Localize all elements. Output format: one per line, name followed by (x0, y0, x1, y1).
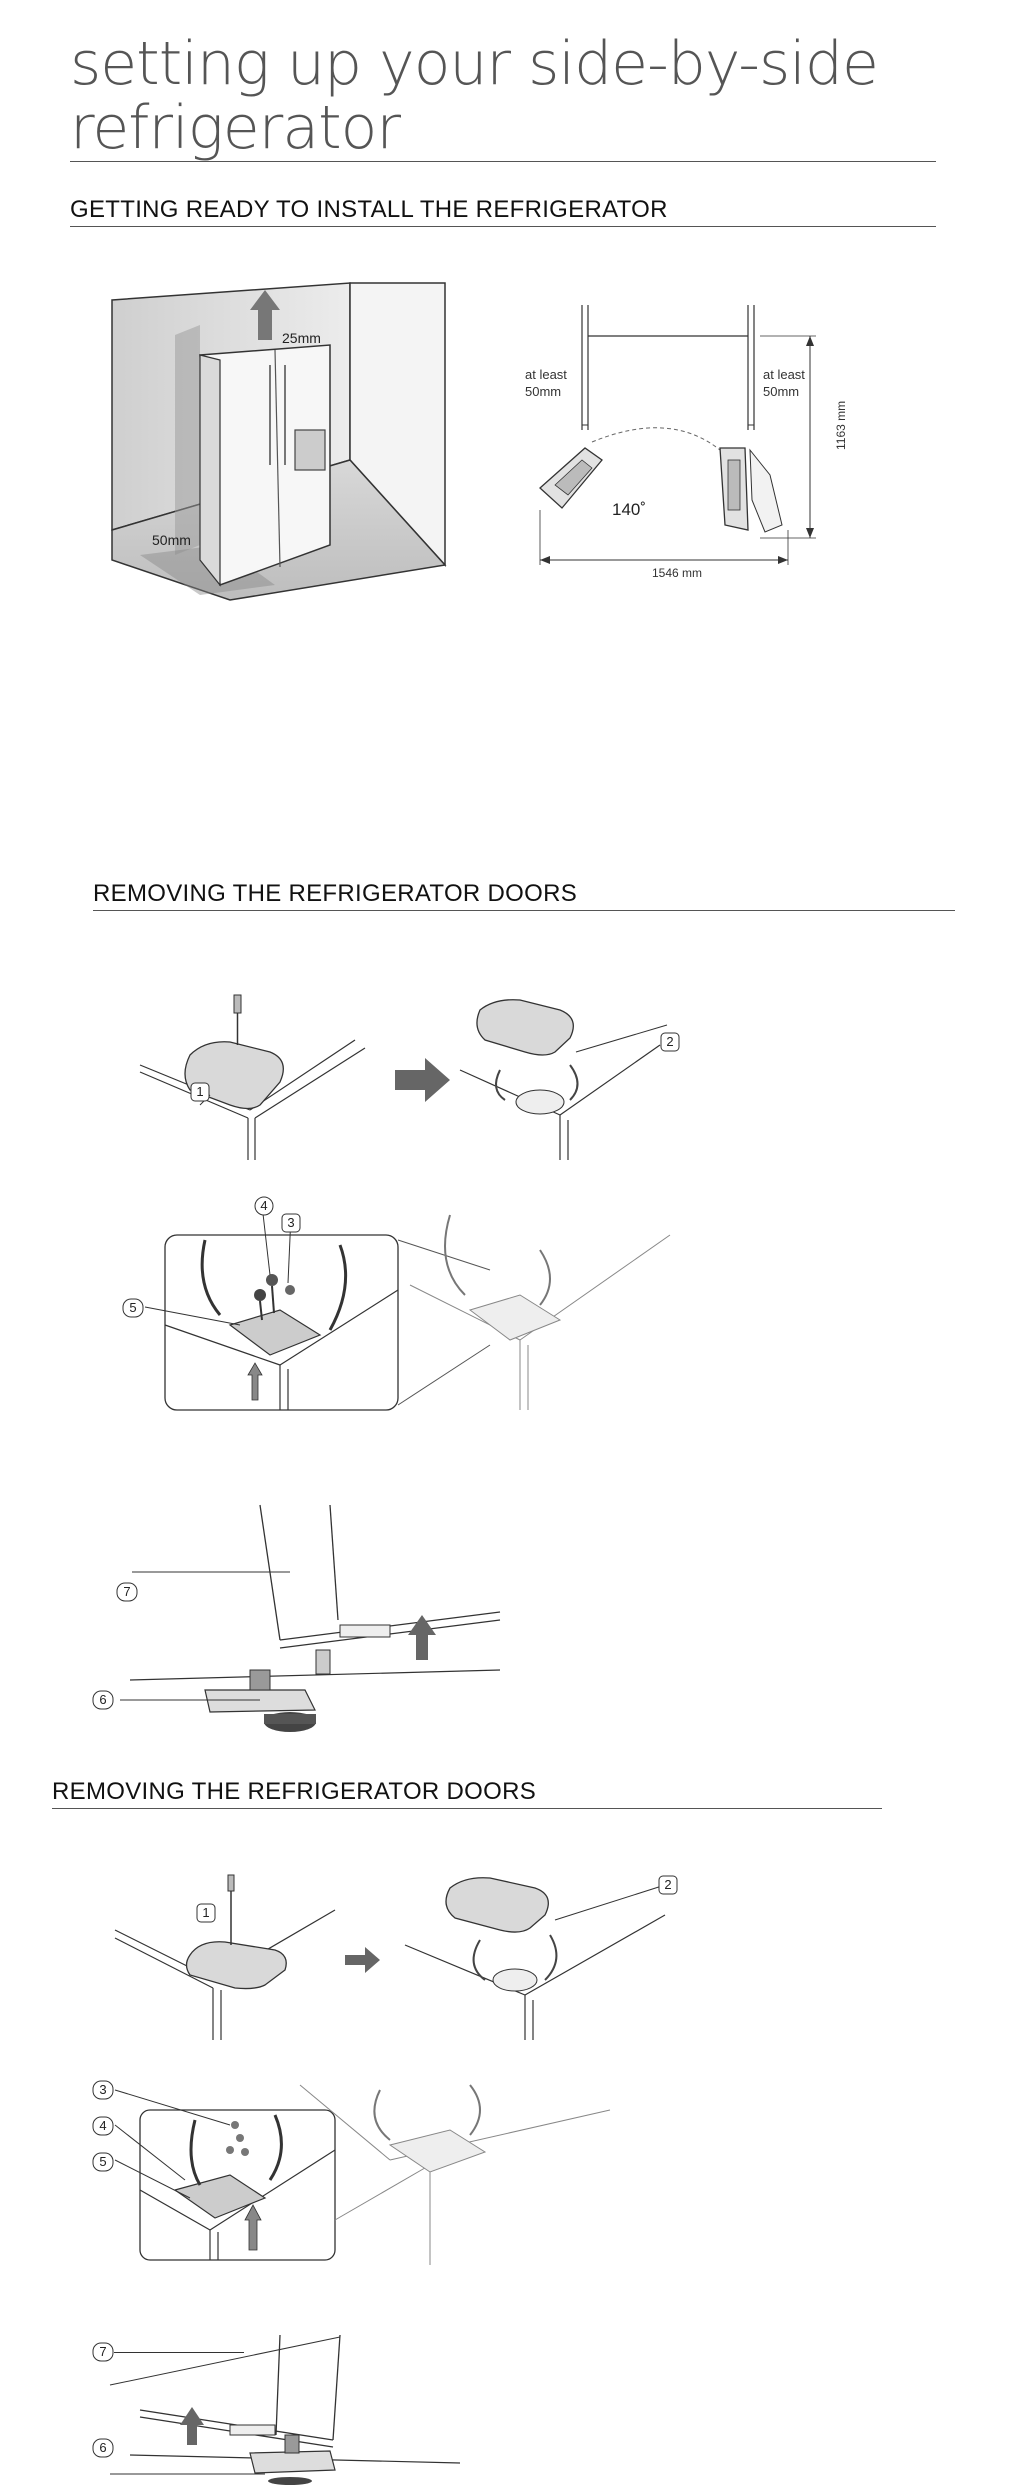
side-clearance-label: 50mm (152, 532, 191, 548)
section-heading-remove2: REMOVING THE REFRIGERATOR DOORS (52, 1778, 537, 1805)
right-clearance-line1: at least (763, 367, 805, 382)
callout-4-label: 4 (260, 1198, 268, 1213)
callout-6-badge (92, 1690, 114, 1710)
callout-2-badge (660, 1032, 680, 1052)
callout-6-badge-2 (92, 2438, 114, 2458)
section-heading-install: GETTING READY TO INSTALL THE REFRIGERATO… (70, 196, 668, 223)
callout-4-badge-2 (92, 2116, 114, 2136)
callout-2-badge-2 (658, 1875, 678, 1895)
callout-5-badge (122, 1298, 144, 1318)
left-clearance-note: at least 50mm (525, 366, 567, 400)
right-clearance-line2: 50mm (763, 384, 800, 399)
callout-7-badge-2 (92, 2342, 114, 2362)
callout-3-badge (281, 1213, 301, 1233)
callout-1-badge (190, 1082, 210, 1102)
callout-5-badge-2 (92, 2152, 114, 2172)
section-rule-remove2 (52, 1808, 882, 1809)
door-lift-figure-2 (109, 2335, 461, 2485)
right-clearance-note: at least 50mm (763, 366, 805, 400)
hinge-screws-detail-figure (144, 1204, 671, 1411)
callout-5-label-2: 5 (99, 2154, 107, 2169)
callout-7-leader-2 (114, 2352, 244, 2353)
callout-1-badge-2 (196, 1903, 216, 1923)
callout-7-badge (116, 1582, 138, 1602)
section-heading-remove1: REMOVING THE REFRIGERATOR DOORS (93, 880, 578, 907)
callout-1-label: 1 (196, 1084, 204, 1099)
callout-1-label-2: 1 (202, 1905, 210, 1920)
callout-3-label: 3 (287, 1215, 295, 1230)
callout-7-label-2: 7 (99, 2344, 107, 2359)
callout-3-label-2: 3 (99, 2082, 107, 2097)
door-swing-plan-figure (539, 305, 816, 565)
callout-7-label: 7 (123, 1584, 131, 1599)
page-title: setting up your side-by-side refrigerato… (70, 29, 879, 163)
door-angle-label: 140˚ (612, 500, 647, 519)
room-clearance-figure (111, 282, 447, 601)
callout-6-label: 6 (99, 1692, 107, 1707)
section-rule-remove1 (93, 910, 955, 911)
callout-4-label-2: 4 (99, 2118, 107, 2133)
callout-4-badge (254, 1196, 274, 1216)
title-rule (70, 161, 936, 162)
callout-5-label: 5 (129, 1300, 137, 1315)
hinge-screws-detail-figure-2 (114, 2084, 611, 2265)
section-rule-install (70, 226, 936, 227)
hinge-cover-removal-figure-2 (114, 1874, 666, 2040)
page-title-line1: setting up your side-by-side (70, 29, 879, 99)
width-dimension-label: 1546 mm (652, 566, 703, 580)
door-lift-figure (120, 1504, 501, 1732)
callout-3-badge-2 (92, 2080, 114, 2100)
callout-2-label: 2 (666, 1034, 674, 1049)
left-clearance-line1: at least (525, 367, 567, 382)
hinge-cover-removal-figure (139, 994, 668, 1160)
left-clearance-line2: 50mm (525, 384, 562, 399)
depth-dimension-label: 1163 mm (834, 400, 848, 450)
top-clearance-label: 25mm (282, 330, 321, 346)
callout-2-label-2: 2 (664, 1877, 672, 1892)
page-title-line2: refrigerator (70, 93, 401, 163)
callout-6-label-2: 6 (99, 2440, 107, 2455)
